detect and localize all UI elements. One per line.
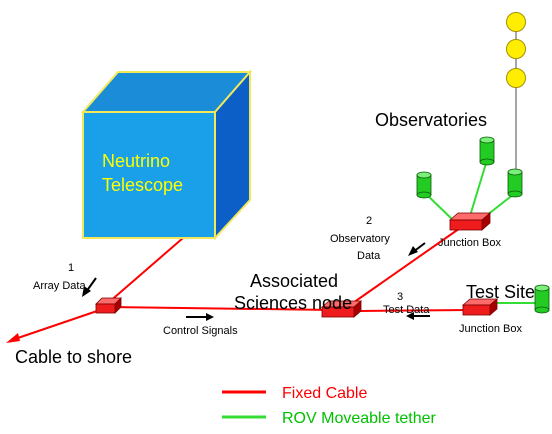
tether-jb-to-cyl-middle bbox=[469, 159, 488, 217]
arrow-array-data-icon bbox=[82, 277, 97, 297]
arrow-control-signals-icon bbox=[186, 313, 214, 321]
junction-box-top-label: Junction Box bbox=[438, 237, 501, 249]
node-box-left bbox=[95, 297, 122, 314]
legend: Fixed Cable ROV Moveable tether bbox=[222, 385, 437, 427]
cable-telescope-to-node1 bbox=[107, 237, 184, 304]
observatory-cylinder-middle bbox=[479, 136, 495, 166]
cable-to-shore-arrowhead bbox=[6, 333, 20, 343]
buoy-2 bbox=[506, 39, 526, 59]
flow1-number: 1 bbox=[68, 262, 74, 274]
associated-label-line1: Associated bbox=[250, 271, 338, 291]
test-site-cylinder bbox=[534, 284, 550, 314]
control-signals-label: Control Signals bbox=[163, 325, 238, 337]
cable-node1-to-assoc bbox=[111, 306, 334, 311]
junction-box-top bbox=[448, 212, 492, 231]
neutrino-telescope-cube: Neutrino Telescope bbox=[80, 69, 253, 241]
cable-to-shore bbox=[11, 309, 101, 341]
cable-assoc-to-junctionbox bbox=[349, 225, 464, 306]
cube-front-face bbox=[82, 111, 216, 239]
legend-rov-tether-label: ROV Moveable tether bbox=[282, 410, 437, 427]
arrow-test-data-icon bbox=[406, 312, 430, 320]
junction-box-test-site bbox=[461, 298, 499, 316]
flow2-number: 2 bbox=[366, 215, 372, 227]
observatory-cylinder-left bbox=[416, 171, 432, 199]
flow3-number: 3 bbox=[397, 291, 403, 303]
legend-fixed-cable-label: Fixed Cable bbox=[282, 385, 367, 402]
associated-label-line2: Sciences node bbox=[234, 293, 352, 313]
flow1-label: Array Data bbox=[33, 280, 86, 292]
buoy-3 bbox=[506, 68, 526, 88]
flow2-label-line1: Observatory bbox=[330, 233, 390, 245]
test-site-label: Test Site bbox=[466, 282, 535, 302]
observatory-cylinder-right bbox=[507, 168, 523, 198]
tether-jb-to-cyl-left bbox=[424, 192, 456, 223]
flow3-label: Test Data bbox=[383, 304, 430, 316]
cable-assoc-to-testbox bbox=[359, 309, 471, 312]
cube-label-line1: Neutrino bbox=[102, 151, 170, 171]
node-box-associated bbox=[320, 300, 363, 318]
junction-box-bottom-label: Junction Box bbox=[459, 323, 522, 335]
buoy-1 bbox=[506, 12, 526, 32]
cube-label-line2: Telescope bbox=[102, 175, 183, 195]
arrow-observatory-data-icon bbox=[408, 242, 426, 256]
observatories-label: Observatories bbox=[375, 110, 487, 130]
flow2-label-line2: Data bbox=[357, 250, 381, 262]
cable-to-shore-label: Cable to shore bbox=[15, 347, 132, 367]
